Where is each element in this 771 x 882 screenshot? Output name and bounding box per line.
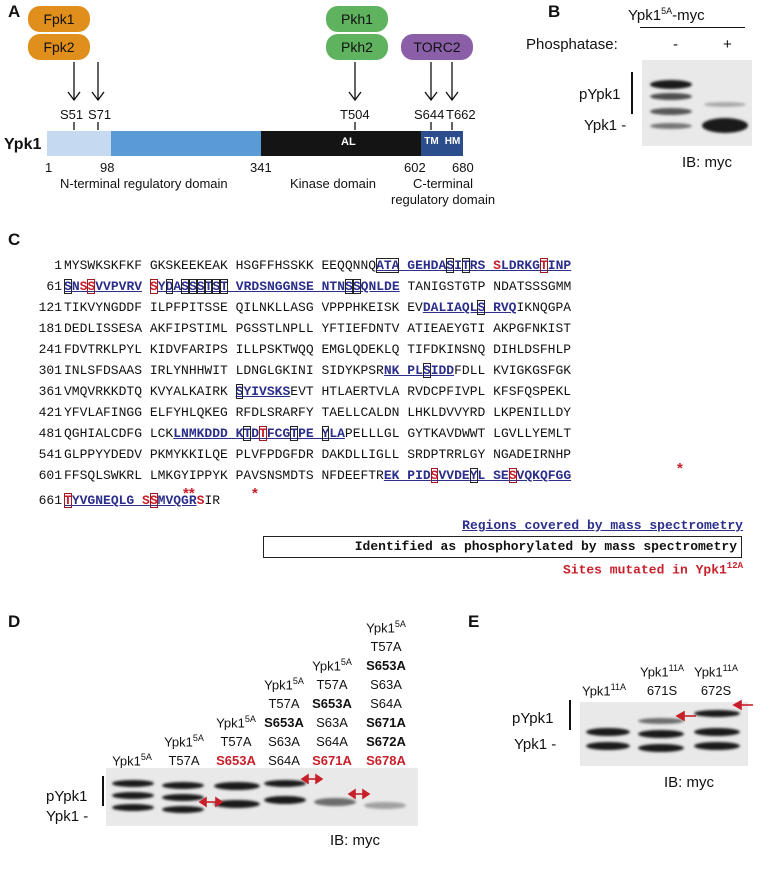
panel-b-title-suffix: -myc (672, 7, 705, 24)
pos-680: 680 (452, 160, 474, 175)
domain-bar: AL TM HM (47, 131, 463, 156)
panel-b-pypk1-label: pYpk1 (579, 86, 621, 103)
panel-d-blot (106, 768, 418, 826)
band-b-lane2-faint (704, 102, 746, 107)
d-lane4-labels: Ypk15A T57A S653A S63A S64A (264, 676, 304, 769)
panel-a-letter: A (8, 2, 21, 21)
panel-b-letter: B (548, 2, 561, 21)
phosphatase-plus: + (723, 36, 732, 53)
band-b-lane1-low (650, 108, 692, 115)
legend-mutated-sup: 12A (726, 561, 743, 571)
panel-b-title-main: Ypk1 (628, 7, 662, 24)
legend-mutated: Sites mutated in Ypk112A (563, 561, 743, 577)
cterm-segment (421, 131, 463, 156)
band-b-lane1-mid (650, 93, 692, 100)
panel-d-pypk1-label: pYpk1 (46, 788, 88, 805)
panel-e-blot (580, 702, 748, 766)
cterm-domain-label-2: regulatory domain (391, 192, 496, 207)
activation-loop-label: AL (341, 136, 356, 148)
pos-341: 341 (250, 160, 272, 175)
d-lane5-labels: Ypk15A T57A S653A S63A S64A S671A (312, 657, 352, 769)
tm-label: TM (424, 136, 439, 147)
protein-name: Ypk1 (4, 136, 42, 153)
panel-e-pypk1-label: pYpk1 (512, 710, 554, 727)
band-b-lane1-base (650, 123, 692, 129)
legend-covered: Regions covered by mass spectrometry (462, 518, 743, 533)
site-s71: S71 (88, 107, 112, 122)
pos-98: 98 (100, 160, 115, 175)
d-lane2-labels: Ypk15A T57A (164, 733, 204, 769)
panel-b-pypk1-bracket (631, 72, 633, 114)
legend-phospho-box (263, 536, 742, 558)
d-lane6-labels: Ypk15A T57A S653A S63A S64A S671A S672A … (366, 619, 406, 769)
site-t662: T662 (446, 107, 476, 122)
panel-e-pypk1-bracket (569, 700, 571, 730)
hm-label: HM (444, 136, 461, 147)
asterisk-s678: * (252, 485, 258, 502)
e-lane3-label: Ypk111A 672S (693, 663, 739, 699)
cterm-domain-label-1: C-terminal (413, 176, 473, 191)
panel-d-pypk1-bracket (102, 776, 104, 806)
panel-b-blot (642, 60, 752, 146)
asterisk-s671-s672: ** (183, 485, 195, 502)
pos-602: 602 (404, 160, 426, 175)
panel-e-ypk1-label: Ypk1 - (514, 736, 557, 753)
panel-b-ypk1-label: Ypk1 - (584, 117, 627, 134)
d-lane3-labels: Ypk15A T57A S653A (216, 714, 256, 769)
e-lane1-label: Ypk111A (581, 682, 627, 699)
nterm-domain-label: N-terminal regulatory domain (60, 176, 228, 191)
panel-d-ib-label: IB: myc (330, 832, 381, 849)
panel-b-title-sup: 5A (661, 6, 673, 16)
panel-d-ypk1-label: Ypk1 - (46, 808, 89, 825)
panel-e-ib-label: IB: myc (664, 774, 715, 791)
panel-d-letter: D (8, 612, 21, 631)
panel-b-title: Ypk15A-myc (628, 6, 705, 24)
nterm-light-segment (47, 131, 111, 156)
site-s51: S51 (60, 107, 84, 122)
nterm-segment (111, 131, 261, 156)
panel-b-rule (640, 27, 745, 28)
band-b-lane1-top (650, 80, 692, 89)
site-s644: S644 (414, 107, 445, 122)
fpk2-pill: Fpk2 (28, 34, 90, 60)
phosphatase-minus: - (673, 36, 678, 53)
torc2-pill: TORC2 (401, 34, 473, 60)
pos-1: 1 (45, 160, 53, 175)
kinase-domain-label: Kinase domain (290, 176, 376, 191)
phosphatase-label: Phosphatase: (526, 36, 618, 53)
legend-phospho: Identified as phosphorylated by mass spe… (354, 539, 737, 554)
pkh1-pill: Pkh1 (326, 6, 388, 32)
fpk1-pill: Fpk1 (28, 6, 90, 32)
panel-e-letter: E (468, 612, 480, 631)
d-lane1-labels: Ypk15A (112, 752, 152, 769)
panel-c-letter: C (8, 230, 21, 249)
panel-a-arrows (67, 62, 459, 130)
kinase-segment (261, 131, 421, 156)
pkh2-pill: Pkh2 (326, 34, 388, 60)
asterisk-s653: * (677, 460, 683, 477)
site-t504: T504 (340, 107, 370, 122)
band-b-lane2-main (702, 118, 748, 133)
panel-b-ib-label: IB: myc (682, 154, 733, 171)
e-lane2-label: Ypk111A 671S (639, 663, 685, 699)
legend-mutated-text: Sites mutated in Ypk1 (562, 562, 727, 578)
